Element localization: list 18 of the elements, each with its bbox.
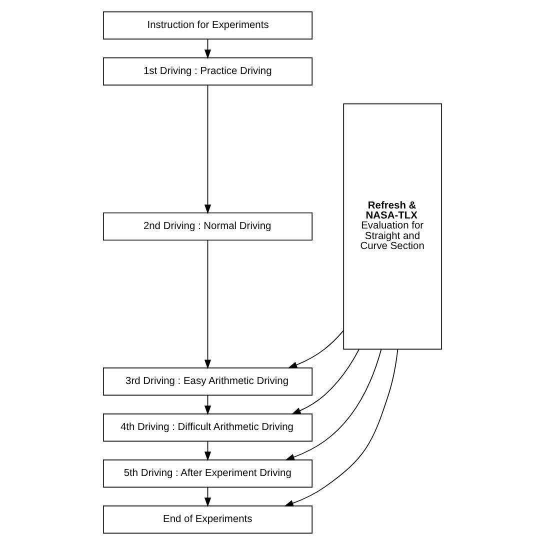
arrow bbox=[287, 330, 344, 368]
node-box: Refresh & NASA-TLX Evaluation for Straight and Curve Section bbox=[342, 103, 442, 350]
arrow bbox=[290, 349, 359, 414]
node-box: End of Experiments bbox=[102, 505, 312, 534]
node-box: Instruction for Experiments bbox=[102, 11, 312, 40]
arrow bbox=[284, 348, 398, 506]
node-box: 4th Driving : Difficult Arithmetic Driving bbox=[102, 413, 312, 442]
arrow bbox=[204, 38, 211, 59]
arrow bbox=[204, 394, 211, 416]
arrow bbox=[284, 348, 382, 460]
node-box: 1st Driving : Practice Driving bbox=[102, 57, 312, 86]
arrow bbox=[204, 84, 211, 214]
node-box: 2nd Driving : Normal Driving bbox=[102, 212, 312, 241]
node-box: 3rd Driving : Easy Arithmetic Driving bbox=[102, 367, 312, 396]
arrow bbox=[204, 440, 211, 462]
arrow bbox=[204, 240, 211, 370]
arrow bbox=[204, 486, 211, 508]
node-box: 5th Driving : After Experiment Driving bbox=[102, 459, 312, 488]
